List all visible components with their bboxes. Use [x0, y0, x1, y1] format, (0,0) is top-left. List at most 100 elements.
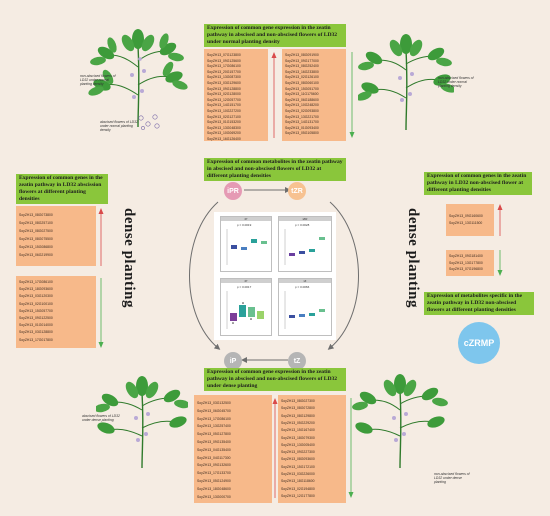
metabolite-cZRMP: cZRMP [458, 322, 500, 364]
gene-id: SoyZH13_07G123800 [207, 53, 241, 57]
gene-id: SoyZH13_01G093400 [285, 125, 319, 130]
cycle-arrows [189, 187, 359, 363]
plant-illustration-bottom-right [352, 374, 448, 469]
title-bottom: Expression of common gene expression in … [204, 368, 346, 391]
gene-id: SoyZH13_20G157700 [207, 69, 241, 74]
gene-id: SoyZH13_13G087300 [207, 75, 241, 80]
gene-id: SoyZH13_05G229200 [281, 420, 315, 425]
gene-id: SoyZH13_09G125600 [207, 58, 241, 63]
gene-id: SoyZH13_09G128800 [207, 86, 241, 91]
plant-illustration-bottom-left [96, 376, 188, 469]
gene-id: SoyZH13_01G014000 [19, 323, 53, 328]
gene-id: SoyZH13_08G091900 [285, 53, 319, 57]
metabolite-tZR: tZR [288, 182, 306, 200]
gene-id: SoyZH13_08G093600 [281, 457, 315, 462]
gene-id: SoyZH13_02G194800 [281, 486, 315, 491]
label-dense-planting-right: dense planting [405, 208, 421, 308]
gene-id: SoyZH13_14G131700 [285, 120, 319, 125]
gene-id: SoyZH13_09G227300 [281, 450, 315, 455]
gene-id: SoyZH13_18G048600 [197, 486, 231, 491]
gene-id: SoyZH13_10G248200 [285, 103, 319, 108]
gene-id: SoyZH13_16G126400 [207, 137, 241, 141]
caption-bottom-left-a: abscised flowers of LD32 under dense pla… [82, 414, 120, 422]
gene-id: SoyZH13_09G135400 [197, 440, 231, 444]
gene-id: SoyZH13_13G257400 [197, 424, 231, 429]
gene-id: SoyZH13_02G100100 [19, 301, 53, 306]
gene-id: SoyZH13_06G045700 [197, 408, 231, 413]
gene-id: SoyZH13_05G127800 [197, 432, 231, 437]
gene-id: SoyZH13_09G132600 [197, 463, 231, 468]
title-center: Expression of common metabolites in the … [204, 158, 346, 181]
arrow-down-top [349, 52, 355, 138]
caption-top-left-b: abscised flowers of LD32 under normal pl… [100, 120, 138, 132]
gene-id: SoyZH13_03G128800 [19, 330, 53, 335]
gene-id: SoyZH13_17G086100 [197, 416, 231, 421]
gene-id: SoyZH13_10G069200 [207, 131, 241, 136]
gene-id: SoyZH13_03G129600 [207, 81, 241, 85]
gene-id: SoyZH13_02G126100 [285, 75, 319, 80]
gene-id: SoyZH13_08G027500 [19, 229, 53, 233]
abscised-flowers-icon [138, 114, 160, 130]
gene-id: SoyZH13_09G181400 [449, 254, 483, 258]
caption-top-left-a: non-abscised flowers of LD32 under norma… [80, 74, 116, 86]
gene-id: SoyZH13_09G160600 [449, 214, 483, 218]
gene-id: SoyZH13_08G060100 [285, 81, 319, 85]
title-top: Expression of common gene expression in … [204, 24, 346, 47]
gene-id: SoyZH13_04G117300 [197, 455, 231, 460]
gene-id: SoyZH13_15G051700 [285, 86, 319, 91]
gene-id: SoyZH13_08G129800 [281, 413, 315, 418]
gene-id: SoyZH13_14G151700 [207, 103, 241, 108]
gene-id: SoyZH13_01G153200 [207, 120, 241, 125]
gene-id: SoyZH13_08G073800 [19, 213, 53, 217]
arrow-up-bottom [272, 398, 278, 498]
gene-id: SoyZH13_02G128000 [207, 92, 241, 97]
arrow-up-right [497, 204, 503, 236]
gene-id: SoyZH13_07G196800 [449, 267, 483, 271]
gene-id: SoyZH13_13G048300 [207, 125, 241, 130]
metabolite-iPR: iPR [224, 182, 242, 200]
gene-id: SoyZH13_13G111500 [449, 221, 483, 225]
gene-id: SoyZH13_10G227200 [207, 109, 241, 113]
gene-id: SoyZH13_13G000700 [197, 494, 231, 499]
gene-id: SoyZH13_17G017800 [19, 337, 53, 342]
metabolite-iP: iP [224, 352, 242, 370]
arrow-up-top [271, 52, 277, 138]
gene-id: SoyZH13_03G226000 [281, 472, 315, 476]
gene-id: SoyZH13_17G086100 [207, 64, 241, 69]
gene-id: SoyZH13_13G005400 [281, 442, 315, 447]
gene-id: SoyZH13_05G105800 [285, 131, 319, 136]
gene-id: SoyZH13_17G133700 [197, 471, 231, 476]
gene-id: SoyZH13_08G027300 [281, 399, 315, 403]
gene-id: SoyZH13_03G132500 [197, 401, 231, 405]
gene-id: SoyZH13_18G093600 [19, 287, 53, 292]
gene-id: SoyZH13_18G118600 [281, 479, 315, 484]
gene-id: SoyZH13_06G219900 [19, 253, 53, 257]
gene-id: SoyZH13_11G175600 [285, 92, 319, 97]
caption-bottom-right: non-abscised flowers of LD32 under dense… [434, 472, 470, 484]
gene-id: SoyZH13_08G252400 [285, 64, 319, 69]
gene-id: SoyZH13_12G057700 [207, 97, 241, 102]
gene-id: SoyZH13_06G188600 [285, 97, 319, 102]
boxplot-tzr: tZR p = 0.0028 [278, 216, 332, 272]
gene-id: SoyZH13_13G177800 [449, 260, 483, 265]
gene-id: SoyZH13_16G233800 [285, 69, 319, 74]
boxplot-ip-bottom: iP p = 0.0017 [220, 278, 272, 336]
plant-illustration-top-right [358, 34, 454, 131]
gene-id: SoyZH13_05G124900 [197, 479, 231, 483]
gene-id: SoyZH13_09G177000 [285, 58, 319, 63]
caption-top-right: non-abscised flowers of LD32 under norma… [438, 76, 474, 88]
gene-id: SoyZH13_17G086100 [19, 280, 53, 284]
title-left: Expression of common genes in the zeatin… [16, 174, 108, 204]
gene-id: SoyZH13_15G086800 [19, 245, 53, 249]
gene-id: SoyZH13_18G079300 [281, 435, 315, 440]
gene-id: SoyZH13_02G127100 [207, 114, 241, 119]
gene-id: SoyZH13_13G221700 [285, 114, 319, 119]
plant-illustration-top-left [88, 29, 188, 128]
gene-id: SoyZH13_09G122500 [19, 316, 53, 320]
